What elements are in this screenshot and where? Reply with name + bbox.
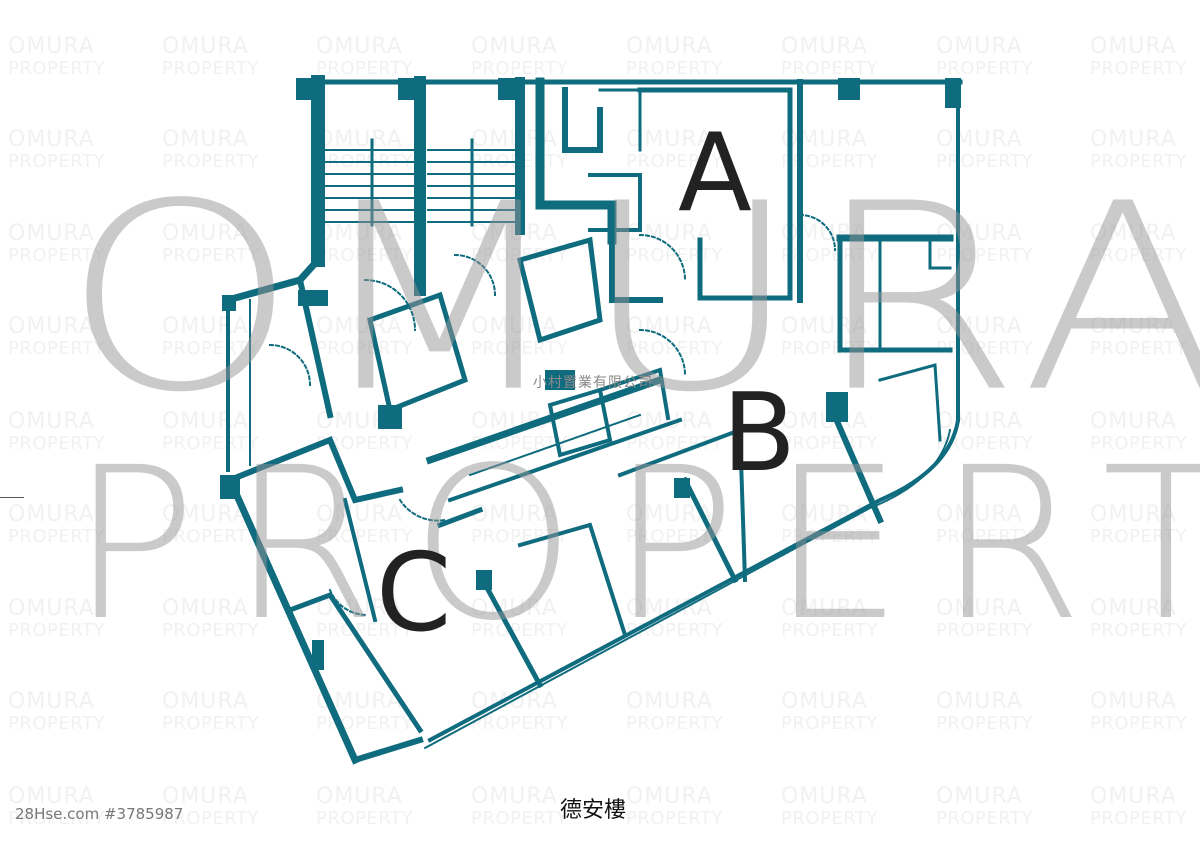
unit-label-c: C bbox=[376, 531, 452, 656]
company-name: 小村置業有限公司 bbox=[533, 375, 653, 391]
unit-label-a: A bbox=[678, 111, 752, 236]
unit-label-b: B bbox=[722, 371, 797, 496]
edge-tick-mark bbox=[0, 497, 24, 498]
building-name: 德安樓 bbox=[560, 798, 627, 823]
listing-caption: 28Hse.com #3785987 bbox=[15, 805, 184, 823]
